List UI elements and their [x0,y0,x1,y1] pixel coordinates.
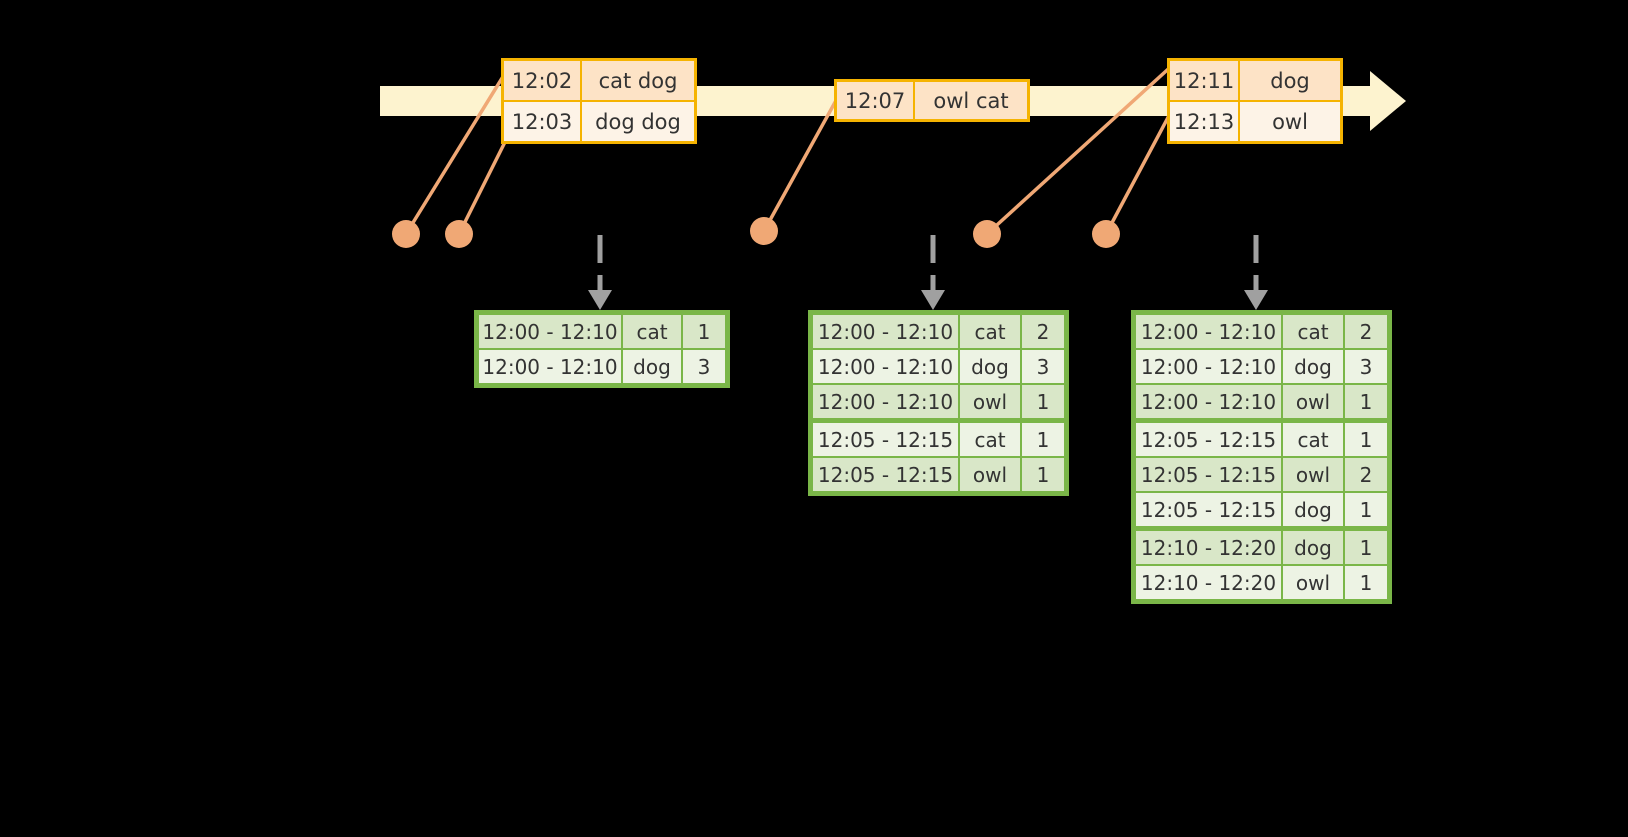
connector-dot-4 [973,220,1001,248]
key-cell: cat [1283,315,1343,348]
event-row: 12:07 owl cat [837,82,1027,119]
key-cell: owl [1283,566,1343,599]
count-cell: 3 [1345,350,1387,383]
count-cell: 1 [1345,566,1387,599]
window-cell: 12:10 - 12:20 [1136,531,1281,564]
window-cell: 12:00 - 12:10 [813,385,958,418]
dashed-arrow-head-3 [1244,290,1268,310]
event-box-3[interactable]: 12:11 dog 12:13 owl [1167,58,1343,144]
event-box-1[interactable]: 12:02 cat dog 12:03 dog dog [501,58,697,144]
key-cell: dog [1283,531,1343,564]
event-words: dog dog [582,102,694,141]
event-time: 12:13 [1170,102,1240,141]
count-cell: 3 [1022,350,1064,383]
window-cell: 12:00 - 12:10 [1136,350,1281,383]
count-cell: 1 [683,315,725,348]
connector-dots [392,217,1120,248]
window-cell: 12:00 - 12:10 [479,315,621,348]
key-cell: cat [623,315,681,348]
window-cell: 12:05 - 12:15 [813,458,958,491]
window-cell: 12:05 - 12:15 [1136,423,1281,456]
connector-dot-3 [750,217,778,245]
window-cell: 12:00 - 12:10 [479,350,621,383]
count-cell: 2 [1345,458,1387,491]
count-cell: 2 [1022,315,1064,348]
window-cell: 12:05 - 12:15 [813,423,958,456]
count-cell: 2 [1345,315,1387,348]
count-cell: 3 [683,350,725,383]
event-row: 12:13 owl [1170,100,1340,141]
event-words: owl cat [915,82,1027,119]
event-words: cat dog [582,61,694,100]
window-cell: 12:05 - 12:15 [1136,493,1281,526]
event-row: 12:02 cat dog [504,61,694,100]
count-cell: 1 [1345,385,1387,418]
event-words: dog [1240,61,1340,100]
count-cell: 1 [1022,423,1064,456]
key-cell: cat [960,315,1020,348]
window-cell: 12:00 - 12:10 [813,350,958,383]
count-cell: 1 [1022,458,1064,491]
key-cell: owl [960,385,1020,418]
event-words: owl [1240,102,1340,141]
timeline-arrow-head [1370,71,1406,131]
event-row: 12:03 dog dog [504,100,694,141]
count-cell: 1 [1345,423,1387,456]
event-time: 12:07 [837,82,915,119]
key-cell: owl [1283,458,1343,491]
key-cell: dog [960,350,1020,383]
window-cell: 12:05 - 12:15 [1136,458,1281,491]
key-cell: cat [960,423,1020,456]
event-box-2[interactable]: 12:07 owl cat [834,79,1030,122]
event-time: 12:03 [504,102,582,141]
connector-dot-5 [1092,220,1120,248]
event-time: 12:02 [504,61,582,100]
event-row: 12:11 dog [1170,61,1340,100]
connector-line-5 [1104,109,1174,235]
dashed-arrow-head-2 [921,290,945,310]
dashed-arrow-head-1 [588,290,612,310]
event-time: 12:11 [1170,61,1240,100]
key-cell: dog [1283,493,1343,526]
connector-dot-1 [392,220,420,248]
window-cell: 12:00 - 12:10 [1136,315,1281,348]
key-cell: owl [960,458,1020,491]
key-cell: owl [1283,385,1343,418]
key-cell: dog [1283,350,1343,383]
key-cell: cat [1283,423,1343,456]
window-cell: 12:00 - 12:10 [1136,385,1281,418]
count-cell: 1 [1345,531,1387,564]
key-cell: dog [623,350,681,383]
count-cell: 1 [1022,385,1064,418]
connector-dot-2 [445,220,473,248]
connector-line-2 [457,139,508,235]
window-cell: 12:00 - 12:10 [813,315,958,348]
window-cell: 12:10 - 12:20 [1136,566,1281,599]
count-cell: 1 [1345,493,1387,526]
